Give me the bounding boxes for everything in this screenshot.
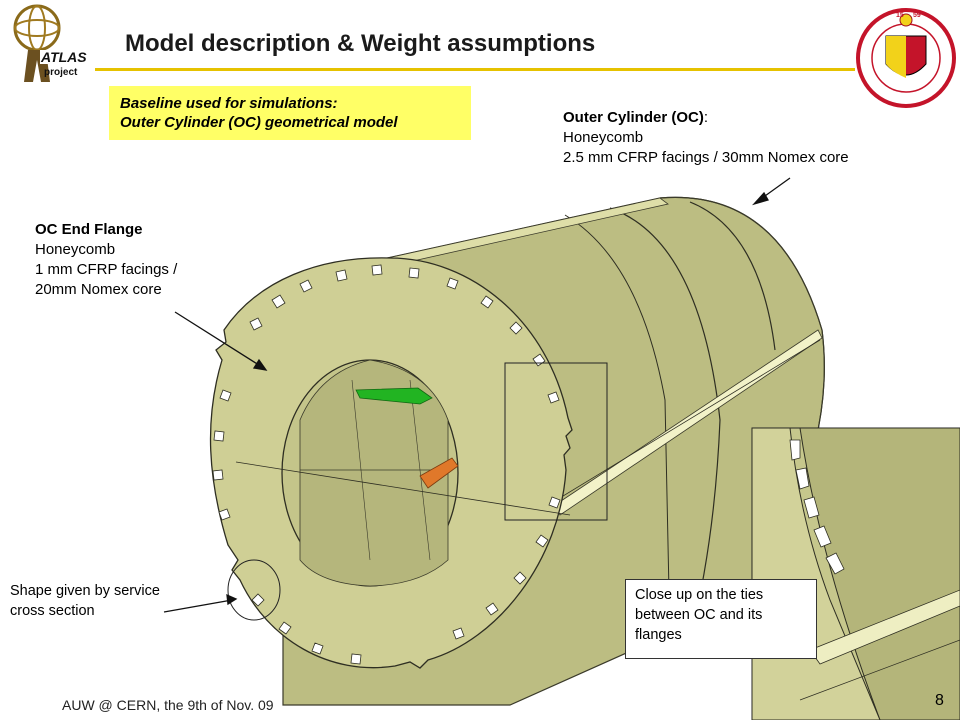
callout-arrows: [163, 177, 791, 613]
end-flange-line-1: Honeycomb: [35, 241, 116, 258]
service-note-line-2: cross section: [10, 603, 95, 619]
outer-cylinder-note: Outer Cylinder (OC): Honeycomb 2.5 mm CF…: [563, 108, 849, 168]
closeup-region-outline: [504, 362, 608, 521]
page-number: 8: [935, 692, 944, 709]
closeup-note-line-1: Close up on the ties: [635, 587, 764, 603]
end-flange-line-2: 1 mm CFRP facings /: [35, 261, 178, 278]
title-underline: [95, 68, 855, 71]
end-flange: [209, 257, 573, 669]
end-flange-heading: OC End Flange: [35, 221, 143, 238]
service-section-outline: [227, 559, 281, 621]
closeup-inset: [751, 427, 960, 720]
closeup-note-line-2: between OC and its: [635, 607, 763, 623]
service-note: Shape given by service cross section: [10, 581, 160, 621]
svg-text:15: 15: [896, 12, 904, 19]
svg-text:ATLAS: ATLAS: [40, 49, 87, 65]
baseline-line-2: Outer Cylinder (OC) geometrical model: [120, 114, 398, 131]
outer-cylinder-heading: Outer Cylinder (OC): [563, 109, 704, 126]
outer-cylinder-line-2: 2.5 mm CFRP facings / 30mm Nomex core: [563, 149, 849, 166]
baseline-callout: Baseline used for simulations: Outer Cyl…: [109, 86, 471, 140]
closeup-note: Close up on the ties between OC and its …: [625, 579, 817, 659]
end-flange-line-3: 20mm Nomex core: [35, 281, 162, 298]
svg-text:59: 59: [913, 12, 921, 19]
end-flange-note: OC End Flange Honeycomb 1 mm CFRP facing…: [35, 220, 177, 300]
baseline-line-1: Baseline used for simulations:: [120, 95, 338, 112]
service-note-line-1: Shape given by service: [10, 583, 160, 599]
outer-cylinder-line-1: Honeycomb: [563, 129, 644, 146]
geneva-crest-logo: 15 59: [856, 8, 956, 108]
footer-text: AUW @ CERN, the 9th of Nov. 09: [62, 697, 274, 713]
outer-cylinder-heading-colon: :: [703, 109, 709, 126]
atlas-logo: ATLAS project: [13, 4, 87, 82]
closeup-note-line-3: flanges: [635, 627, 682, 643]
page-title: Model description & Weight assumptions: [125, 30, 596, 57]
svg-text:project: project: [44, 67, 78, 78]
